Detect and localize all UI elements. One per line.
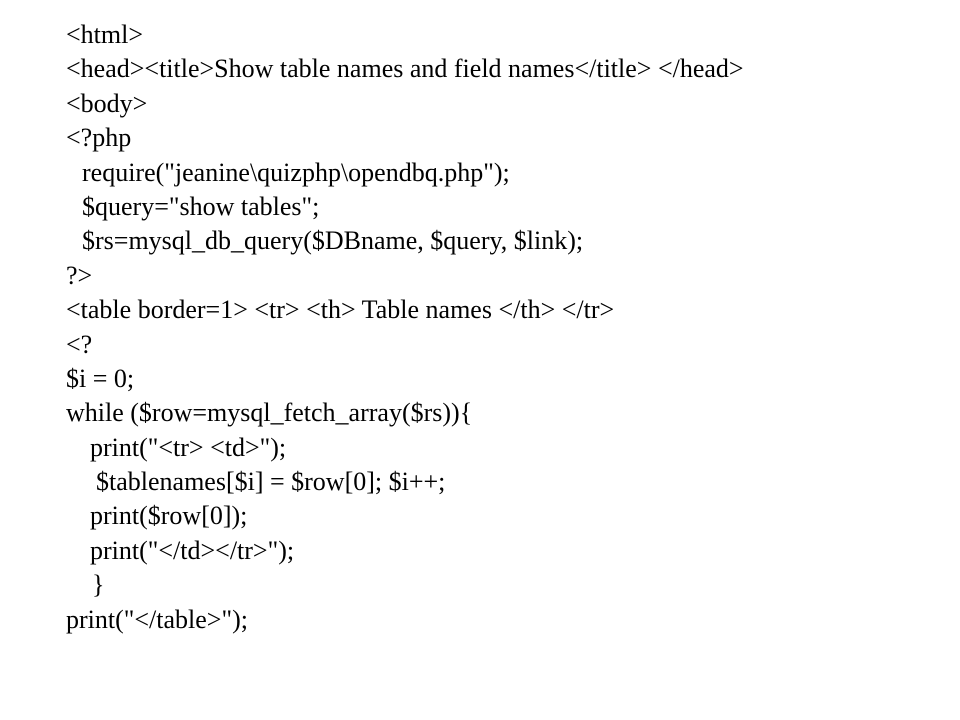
code-line-print-row-close: print("</td></tr>"); <box>90 535 295 565</box>
code-line-php-close: ?> <box>66 260 93 290</box>
code-line-require: require("jeanine\quizphp\opendbq.php"); <box>82 157 510 187</box>
code-line-head-title: <head><title>Show table names and field … <box>66 54 744 84</box>
code-line-db-query: $rs=mysql_db_query($DBname, $query, $lin… <box>82 226 584 256</box>
code-line-tablenames-assign: $tablenames[$i] = $row[0]; $i++; <box>96 467 446 497</box>
code-line-while-close: } <box>92 570 105 600</box>
code-line-while-loop: while ($row=mysql_fetch_array($rs)){ <box>66 398 473 428</box>
code-line-print-row-value: print($row[0]); <box>90 501 248 531</box>
code-line-php-short-open: <? <box>66 329 93 359</box>
code-line-php-open: <?php <box>66 123 132 153</box>
code-line-body-open: <body> <box>66 88 148 118</box>
code-line-html-open: <html> <box>66 20 143 49</box>
code-line-print-table-close: print("</table>"); <box>66 604 248 634</box>
code-line-table-header: <table border=1> <tr> <th> Table names <… <box>66 295 615 325</box>
code-line-query-assign: $query="show tables"; <box>82 191 320 221</box>
code-line-print-row-open: print("<tr> <td>"); <box>90 432 287 462</box>
code-listing: <html> <head><title>Show table names and… <box>66 18 946 637</box>
code-line-counter-init: $i = 0; <box>66 363 135 393</box>
